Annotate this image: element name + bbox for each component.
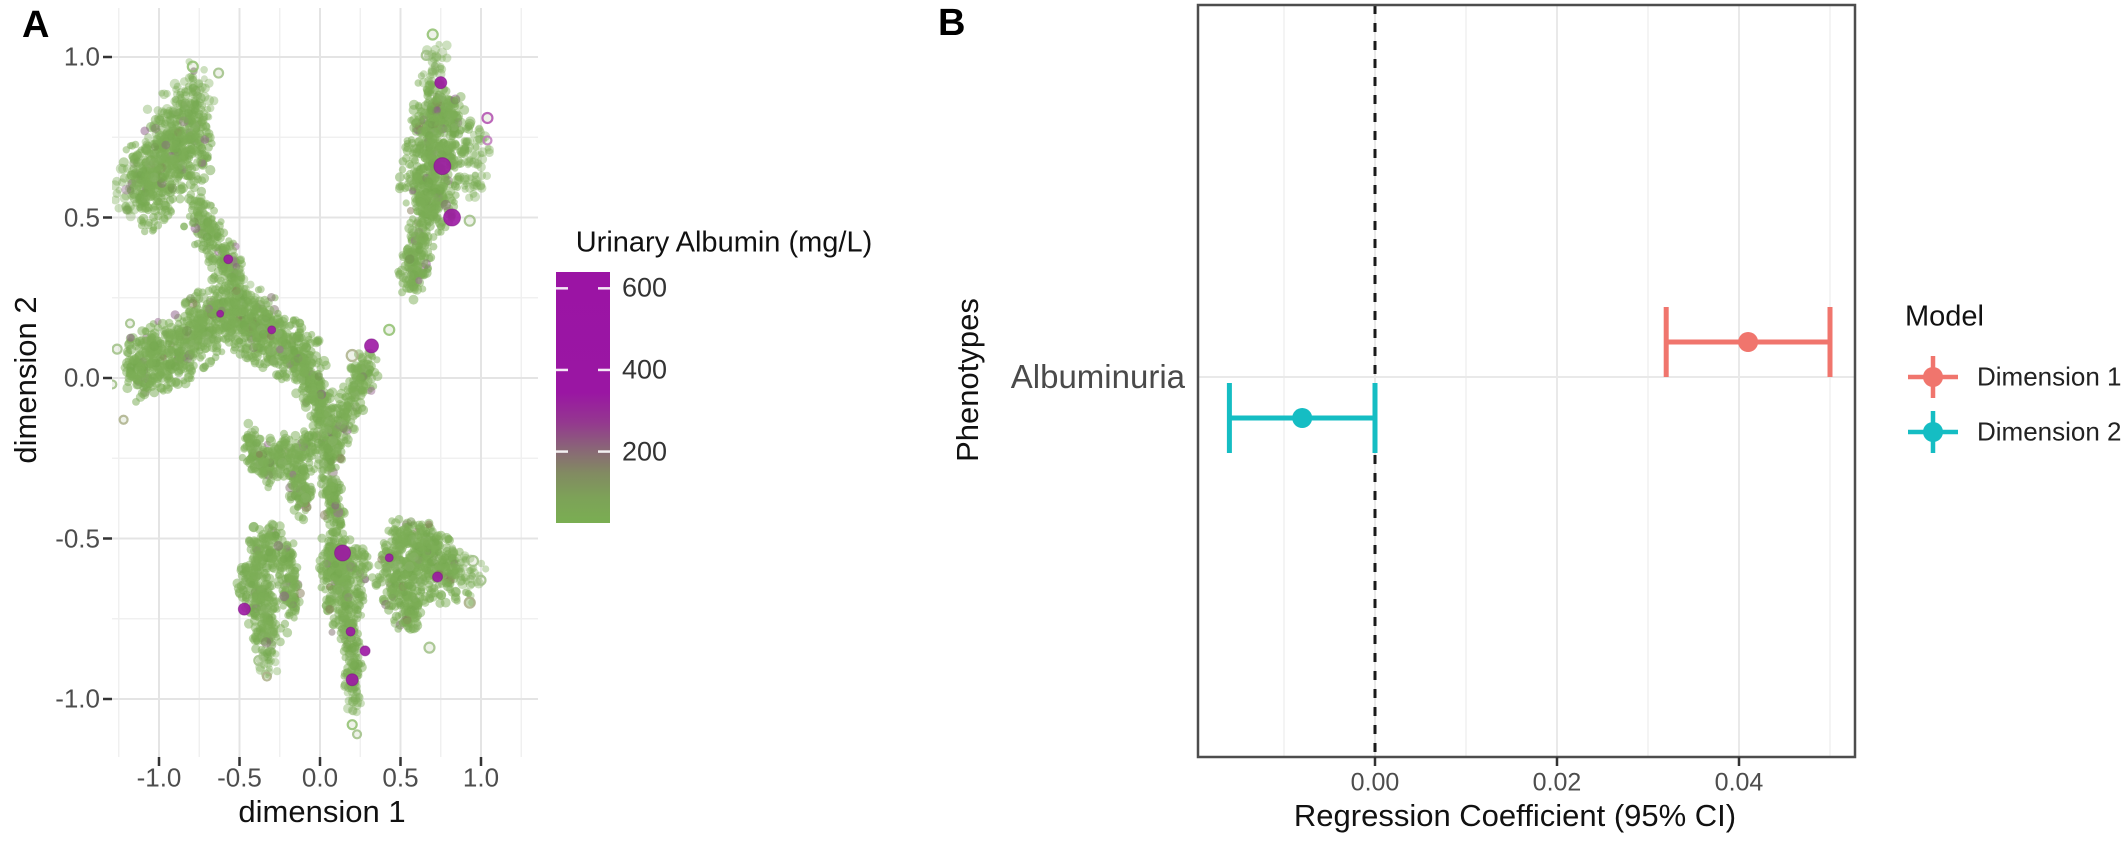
legend-label-dimension-2: Dimension 2	[1977, 416, 2122, 447]
panel-a-y-tick-label: -0.5	[55, 523, 100, 553]
panel-b-border	[1196, 3, 1857, 759]
panel-b-x-tick-label: 0.04	[1714, 768, 1764, 797]
panel-a-y-tick-label: 0.0	[63, 362, 100, 393]
panel-b-label: B	[938, 2, 966, 44]
colorbar-tick-label: 600	[622, 272, 668, 303]
panel-b-grid	[1198, 5, 1855, 757]
panel-a-label: A	[22, 4, 50, 46]
panel-a-scatter	[112, 28, 494, 740]
panel-a-x-tick-label: 1.0	[462, 762, 500, 793]
colorbar-tick-label: 400	[622, 354, 668, 385]
panel-a-x-tick-label: -1.0	[136, 762, 182, 793]
panel-b-x-tick-label: 0.02	[1532, 768, 1582, 797]
legend-label-dimension-1: Dimension 1	[1977, 361, 2122, 392]
panel-a-y-tick-label: -1.0	[55, 683, 100, 714]
panel-b-y-axis-title: Phenotypes	[950, 298, 985, 462]
panel-a-y-tick-label: 1.0	[63, 41, 100, 72]
legend-key-dimension-1	[1908, 356, 1958, 398]
panel-b-x-tick-label: 0.00	[1350, 768, 1400, 797]
panel-a-x-tick-label: 0.5	[382, 762, 419, 793]
pointrange-dimension-1	[1663, 307, 1833, 377]
panel-a-x-axis-title: dimension 1	[238, 794, 406, 829]
colorbar-gradient	[556, 272, 610, 523]
panel-a-x-tick-label: -0.5	[217, 762, 262, 793]
legend-key-dimension-2	[1908, 411, 1958, 453]
colorbar-tick-label: 200	[622, 436, 668, 467]
panel-b-x-axis-title: Regression Coefficient (95% CI)	[1293, 798, 1737, 833]
panel-a-y-tick-label: 0.5	[63, 202, 100, 232]
panel-a-y-axis-title: dimension 2	[8, 296, 43, 464]
colorbar-title: Urinary Albumin (mg/L)	[575, 226, 873, 259]
phenotype-tick-label: Albuminuria	[1010, 358, 1185, 395]
panel-a-x-tick-label: 0.0	[301, 762, 339, 793]
pointrange-dimension-2	[1226, 383, 1378, 453]
legend-title: Model	[1905, 300, 1984, 333]
